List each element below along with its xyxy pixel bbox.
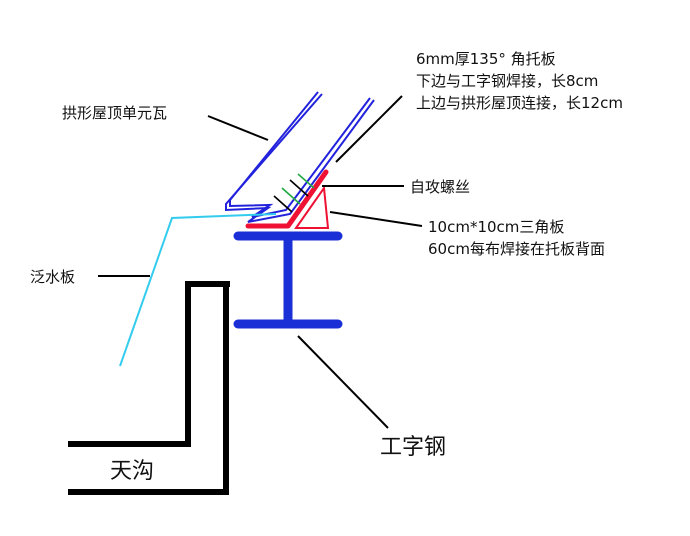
triangle-plate <box>294 185 330 229</box>
screw <box>273 195 293 213</box>
leader-lines <box>98 95 423 429</box>
gutter-outer-wall <box>68 284 229 495</box>
arched-roof-tile <box>225 91 375 223</box>
screw <box>281 187 301 205</box>
leader-tile <box>207 115 269 141</box>
label-ibeam: 工字钢 <box>380 435 446 460</box>
label-bracket-line3: 上边与拱形屋顶连接，长12cm <box>416 94 623 112</box>
tile-outline-inner <box>229 91 371 218</box>
screw <box>297 173 315 189</box>
label-tile: 拱形屋顶单元瓦 <box>62 104 167 122</box>
label-triangle-line1: 10cm*10cm三角板 <box>428 218 564 236</box>
i-beam <box>233 231 343 329</box>
leader-bracket <box>335 95 403 163</box>
flashing-board <box>119 213 277 367</box>
gutter <box>68 281 230 495</box>
leader-ibeam <box>297 335 389 429</box>
bracket-plate <box>245 169 329 229</box>
label-triangle-line2: 60cm每布焊接在托板背面 <box>428 240 605 258</box>
label-bracket-line1: 6mm厚135° 角托板 <box>416 50 556 68</box>
tile-outline-outer <box>225 93 375 223</box>
label-flashing: 泛水板 <box>30 268 75 286</box>
screw <box>289 179 309 197</box>
gutter-inner-wall <box>68 281 230 447</box>
label-gutter: 天沟 <box>110 459 154 484</box>
label-bracket-line2: 下边与工字钢焊接，长8cm <box>416 72 598 90</box>
leader-triangle <box>329 211 423 227</box>
self-tapping-screws <box>273 173 315 213</box>
label-screw: 自攻螺丝 <box>410 178 470 196</box>
